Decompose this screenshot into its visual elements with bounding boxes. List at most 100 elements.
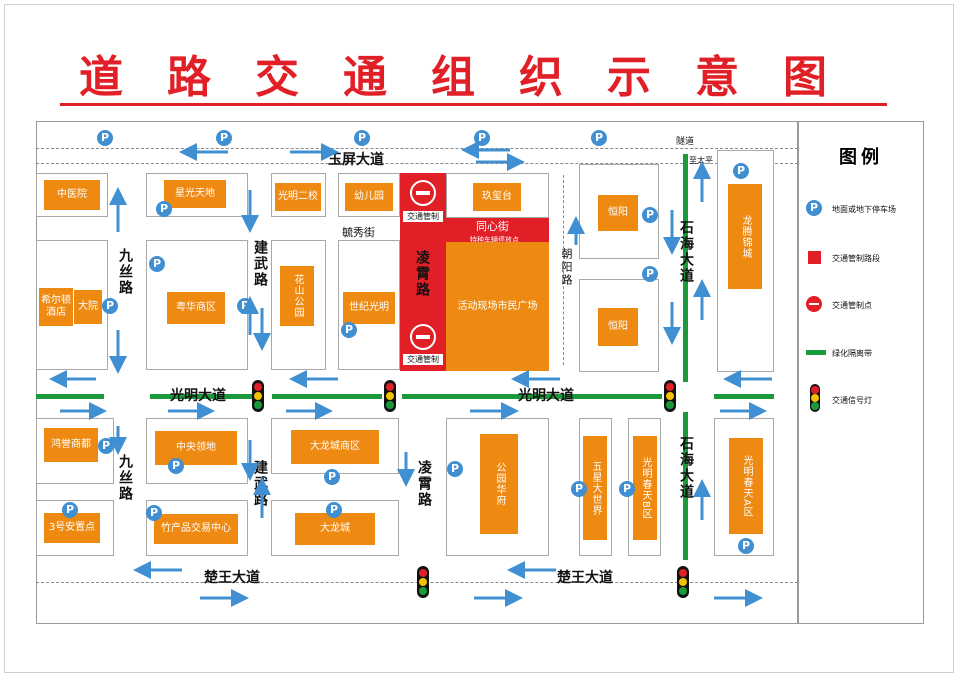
building-youeryuan: 幼儿园 <box>345 183 393 211</box>
building-zhuchanpin: 竹产品交易中心 <box>154 514 238 544</box>
building-gongyuan: 公园华府 <box>480 434 518 534</box>
parking-icon: P <box>62 502 78 518</box>
road-label-jiusi: 九丝路 <box>117 248 133 296</box>
legend-title: 图例 <box>839 147 883 168</box>
parking-icon: P <box>324 469 340 485</box>
parking-icon: P <box>474 130 490 146</box>
parking-icon: P <box>738 538 754 554</box>
green-belt <box>402 394 662 399</box>
road-label-jianwu: 建武路 <box>252 240 268 288</box>
building-dalong-shang: 大龙城商区 <box>291 430 379 464</box>
road-label-guangming: 光明大道 <box>170 388 226 404</box>
road-label-lingxiao-control: 凌霄路 <box>414 250 430 298</box>
parking-icon: P <box>146 505 162 521</box>
road-label-chuwang: 楚王大道 <box>557 570 613 586</box>
parking-icon: P <box>149 256 165 272</box>
no-entry-icon <box>410 180 436 206</box>
parking-icon: P <box>237 298 253 314</box>
page-border <box>4 4 954 673</box>
title-rule <box>60 103 887 106</box>
road-label-yuping: 玉屏大道 <box>328 152 384 168</box>
parking-icon: P <box>156 201 172 217</box>
building-hengyang-top: 恒阳 <box>598 195 638 231</box>
parking-icon: P <box>98 438 114 454</box>
green-belt <box>150 394 252 399</box>
building-guangming2: 光明二校 <box>275 183 321 211</box>
parking-icon: P <box>102 298 118 314</box>
control-section-tongxin <box>446 218 549 242</box>
parking-icon: P <box>168 458 184 474</box>
building-xierdun: 希尔顿酒店 <box>39 288 73 326</box>
traffic-light-icon <box>252 380 264 412</box>
road-label-jianwu: 建武路 <box>252 460 268 508</box>
control-point-icon <box>806 296 822 312</box>
control-label: 交通管制 <box>403 354 443 365</box>
parking-icon: P <box>341 322 357 338</box>
green-belt <box>683 154 688 382</box>
traffic-light-icon <box>810 384 820 412</box>
road-label-shihai: 石海大道 <box>678 436 694 500</box>
building-xingguang: 星光天地 <box>164 180 226 208</box>
control-section-icon <box>808 251 821 264</box>
legend-control-point: 交通管制点 <box>832 301 872 310</box>
parking-icon: P <box>571 481 587 497</box>
green-belt <box>683 412 688 560</box>
parking-icon: P <box>447 461 463 477</box>
parking-icon: P <box>733 163 749 179</box>
building-hengyang-bottom: 恒阳 <box>598 308 638 346</box>
destination-label: 至太平 <box>689 156 713 165</box>
road-label-shihai: 石海大道 <box>678 220 694 284</box>
green-belt <box>36 394 104 399</box>
road-label-jiusi: 九丝路 <box>117 454 133 502</box>
parking-icon: P <box>642 207 658 223</box>
building-zhongyang: 中央领地 <box>155 431 237 465</box>
building-dayuan: 大院 <box>74 290 102 324</box>
building-yuehua: 粤华商区 <box>167 292 225 324</box>
parking-icon: P <box>97 130 113 146</box>
map-area <box>36 121 798 624</box>
building-activity: 活动现场市民广场 <box>446 242 549 371</box>
page-title: 道路交通组织示意图 <box>79 52 871 103</box>
road-label-guangming: 光明大道 <box>518 388 574 404</box>
road-label-lingxiao: 凌霄路 <box>416 460 432 508</box>
building-zhongyiyuan: 中医院 <box>44 180 100 210</box>
parking-icon: P <box>326 502 342 518</box>
road-label-chaoyang: 朝阳路 <box>560 248 573 287</box>
special-parking-label: 特种车辆停放点 <box>470 236 519 244</box>
tunnel-label: 隧道 <box>676 137 695 147</box>
road-edge <box>36 163 798 164</box>
parking-icon: P <box>806 200 822 216</box>
road-label-qixiu: 毓秀街 <box>342 226 375 239</box>
building-guangming-b: 光明春天B区 <box>633 436 657 540</box>
parking-icon: P <box>216 130 232 146</box>
building-shiji: 世纪光明 <box>343 292 395 324</box>
building-hongyu: 鸿誉商都 <box>44 428 98 462</box>
building-jiuxitai: 玖玺台 <box>473 183 521 211</box>
parking-icon: P <box>619 481 635 497</box>
block <box>579 279 659 372</box>
building-huashan: 花山公园 <box>280 266 314 326</box>
road-edge <box>563 175 564 365</box>
traffic-light-icon <box>417 566 429 598</box>
legend-parking: 地面或地下停车场 <box>832 205 896 214</box>
green-belt <box>272 394 382 399</box>
road-edge <box>36 148 798 149</box>
legend-control-section: 交通管制路段 <box>832 254 880 263</box>
traffic-light-icon <box>677 566 689 598</box>
control-label: 交通管制 <box>403 211 443 222</box>
building-anzhi3: 3号安置点 <box>44 513 100 543</box>
road-label-tongxin: 同心街 <box>476 220 509 233</box>
legend-green-belt: 绿化隔离带 <box>832 349 872 358</box>
building-guangming-a: 光明春天A区 <box>729 438 763 534</box>
no-entry-icon <box>410 324 436 350</box>
legend <box>798 121 924 624</box>
parking-icon: P <box>591 130 607 146</box>
parking-icon: P <box>354 130 370 146</box>
legend-signal: 交通信号灯 <box>832 396 872 405</box>
road-label-chuwang: 楚王大道 <box>204 570 260 586</box>
green-belt-icon <box>806 350 826 355</box>
traffic-light-icon <box>664 380 676 412</box>
building-wuxing: 五星大世界 <box>583 436 607 540</box>
building-longteng: 龙腾锦城 <box>728 184 762 289</box>
building-dalong: 大龙城 <box>295 513 375 545</box>
